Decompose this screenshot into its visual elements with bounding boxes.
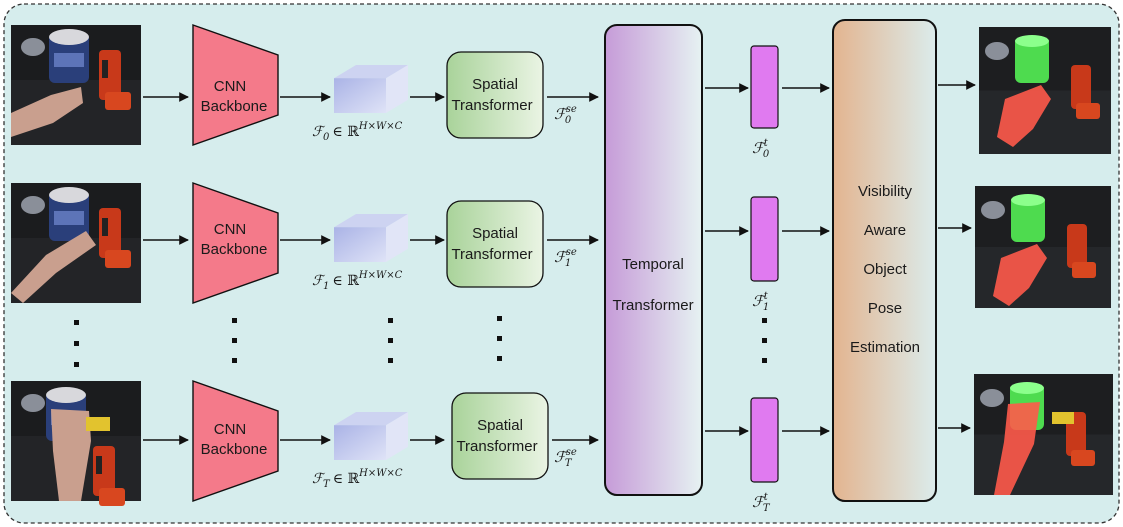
cnn-backbone: CNN Backbone: [192, 182, 279, 304]
visibility-aware-pose-estimation: Visibility Aware Object Pose Estimation: [832, 19, 937, 502]
continuation-dots: [74, 316, 767, 367]
output-pose-image: [974, 374, 1113, 495]
spatial-label-line1: Spatial: [472, 76, 518, 93]
spatial-label-line2: Transformer: [456, 438, 537, 455]
feature-map-cube: [334, 214, 408, 262]
vaope-line-estimation: Estimation: [850, 339, 920, 356]
vaope-line-object: Object: [863, 261, 907, 278]
vaope-line-aware: Aware: [864, 222, 906, 239]
vaope-line-visibility: Visibility: [858, 183, 912, 200]
spatial-label-line1: Spatial: [477, 417, 523, 434]
temporal-label-line1: Temporal: [622, 256, 684, 273]
cnn-backbone: CNN Backbone: [192, 24, 279, 146]
cnn-label-line1: CNN: [214, 78, 247, 95]
output-pose-image: [979, 27, 1111, 154]
cnn-label-line2: Backbone: [201, 98, 268, 115]
feature-set-label: ℱT∈ ℝH×W×C: [312, 468, 403, 490]
input-frame-image: [11, 183, 141, 303]
vaope-line-pose: Pose: [868, 300, 902, 317]
input-frame-image: [11, 381, 141, 506]
spatial-label-line2: Transformer: [451, 97, 532, 114]
cnn-label-line1: CNN: [214, 221, 247, 238]
feature-set-label: ℱ0∈ ℝH×W×C: [312, 121, 403, 143]
input-frame-image: [11, 25, 141, 145]
spatial-label-line2: Transformer: [451, 246, 532, 263]
cnn-label-line2: Backbone: [201, 241, 268, 258]
cnn-label-line1: CNN: [214, 421, 247, 438]
temporal-feature-token: [750, 196, 779, 282]
temporal-transformer: Temporal Transformer: [604, 24, 703, 496]
spatial-label-line1: Spatial: [472, 225, 518, 242]
output-pose-image: [975, 186, 1111, 308]
feature-map-cube: [334, 412, 408, 460]
feature-map-cube: [334, 65, 408, 113]
cnn-backbone: CNN Backbone: [192, 380, 279, 502]
temporal-label-line2: Transformer: [612, 297, 693, 314]
temporal-feature-token: [750, 45, 779, 129]
cnn-label-line2: Backbone: [201, 441, 268, 458]
temporal-feature-token: [750, 397, 779, 483]
feature-set-label: ℱ1∈ ℝH×W×C: [312, 270, 403, 292]
